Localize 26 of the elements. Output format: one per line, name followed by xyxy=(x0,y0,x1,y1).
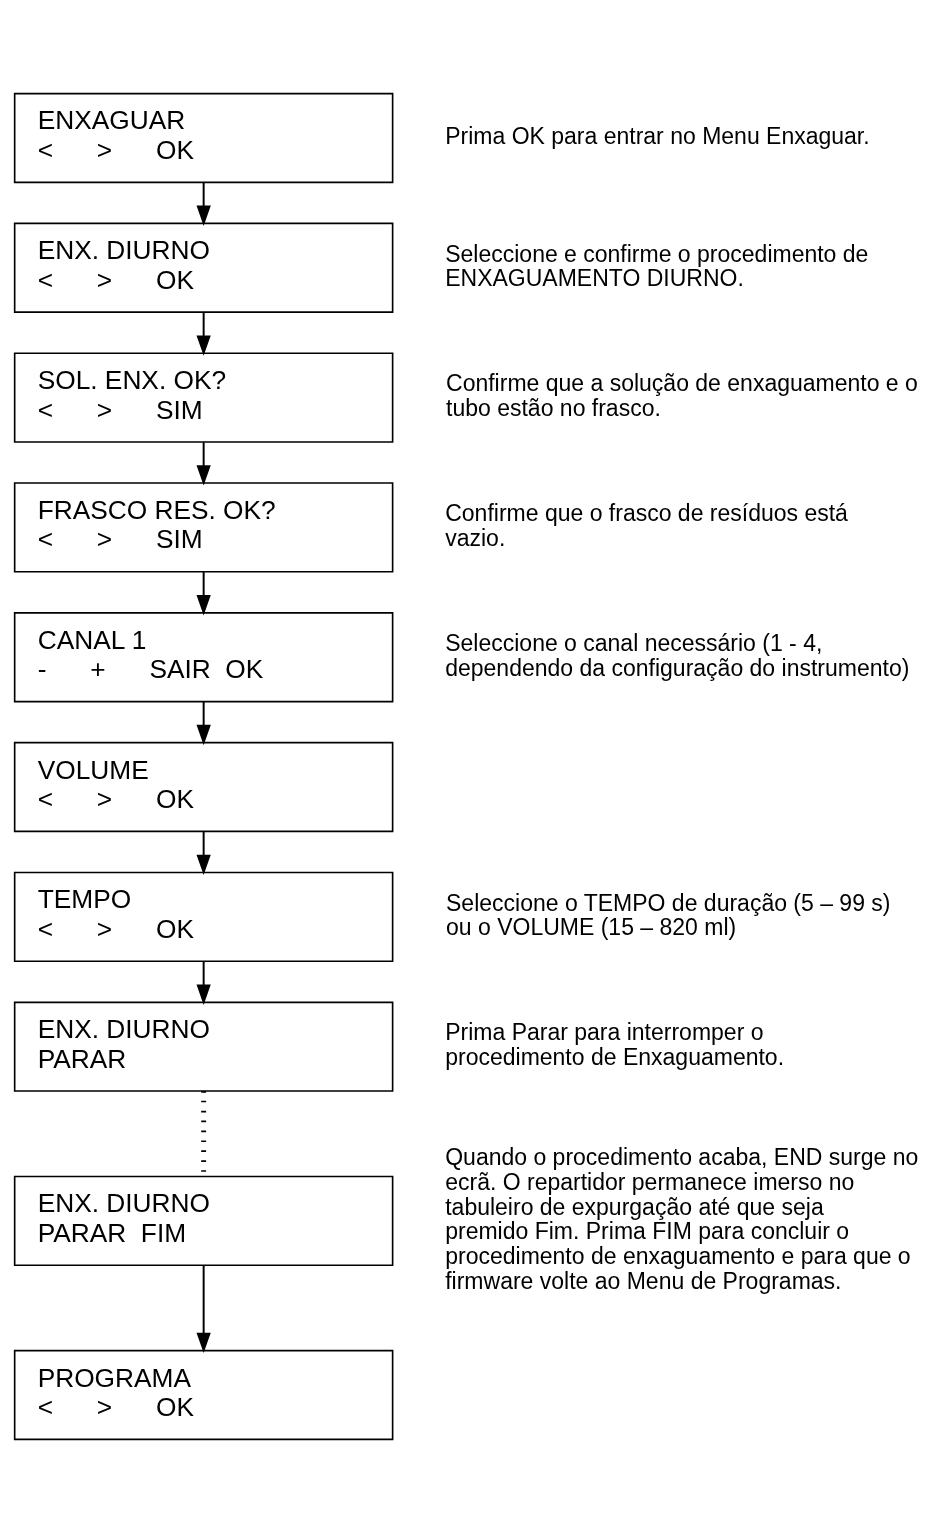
arrow xyxy=(196,181,211,226)
arrow xyxy=(196,571,211,616)
arrow xyxy=(196,1264,211,1354)
node-label: Seleccione e confirme o procedimento de ENXAGUAMENTO DIURNO. xyxy=(445,240,869,292)
node-box: VOLUME < > OK xyxy=(13,741,394,833)
arrow xyxy=(196,700,211,746)
node-box: CANAL 1 - + SAIR OK xyxy=(13,612,394,703)
node-box: PROGRAMA < > OK xyxy=(13,1349,394,1441)
arrow xyxy=(196,441,211,486)
node-label: Confirme que a solução de enxaguamento e o tubo estão no frasco. xyxy=(446,370,918,421)
node-box: TEMPO < > OK xyxy=(13,871,394,963)
node-box: ENX. DIURNO PARAR xyxy=(13,1001,394,1092)
node-label: Confirme que o frasco de resíduos está vazio. xyxy=(445,500,848,551)
arrow xyxy=(196,311,211,356)
node-box: SOL. ENX. OK? < > SIM xyxy=(13,352,394,443)
node-box: ENX. DIURNO PARAR FIM xyxy=(13,1175,394,1267)
node-box: FRASCO RES. OK? < > SIM xyxy=(13,482,394,573)
node-label: Seleccione o canal necessário (1 - 4, dependendo da configuração do instrumento) xyxy=(445,629,910,681)
label: Seleccione o TEMPO de duração (5 – 99 s) ou o VOLUME (15 – 820 ml) xyxy=(446,889,891,941)
node-label: Prima OK para entrar no Menu Enxaguar. xyxy=(445,123,870,150)
arrow xyxy=(196,960,211,1005)
node-box: ENX. DIURNO < > OK xyxy=(13,222,394,313)
node-label: Prima Parar para interromper o procedimento de Enxaguamento. xyxy=(445,1019,785,1071)
node-label: Quando o procedimento acaba, END surge no ecrã. O repartidor permanece imerso no tabuleiro de expurgação até que seja premido Fim. Prima FIM para concluir o procedimento de enxaguamento e para que o firmware volte ao Menu de Programas. xyxy=(445,1144,919,1294)
node-box: ENXAGUAR < > OK xyxy=(13,92,394,184)
arrow xyxy=(196,830,211,876)
